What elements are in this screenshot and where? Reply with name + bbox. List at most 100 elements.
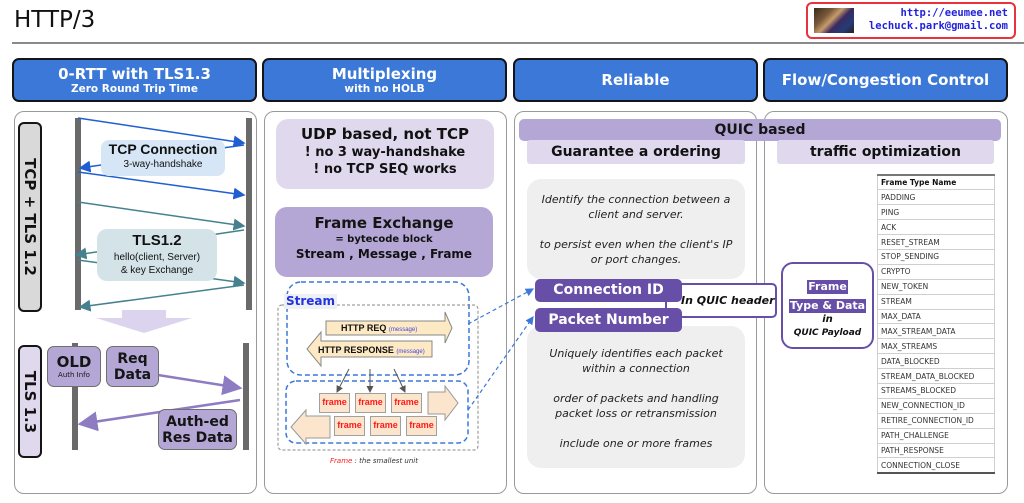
frame-box: frame: [391, 393, 422, 413]
server-timeline-tls13: [243, 343, 249, 450]
frame-type-cell: STREAM_DATA_BLOCKED: [877, 368, 995, 384]
column-header-reliable: Reliable: [513, 58, 758, 102]
column-header-flow-control: Flow/Congestion Control: [763, 58, 1008, 102]
desc-spacer: [527, 421, 745, 436]
title-divider: [12, 42, 1024, 44]
frame-backward-arrow: [290, 408, 331, 446]
frame-note-prefix: Frame: [330, 457, 353, 465]
split-arrow-3: [393, 368, 406, 393]
server-timeline: [246, 118, 252, 310]
packet-number-label: Packet Number: [535, 308, 682, 332]
frame-box: frame: [334, 416, 365, 436]
table-header-row: Frame Type Name: [877, 174, 995, 191]
frame-type-cell: RESET_STREAM: [877, 234, 995, 250]
frame-type-cell: STREAMS_BLOCKED: [877, 383, 995, 399]
res-line1: Auth-ed: [166, 413, 229, 430]
desc-spacer: [527, 376, 745, 391]
quic-header-bracket: In QUIC header: [665, 283, 777, 318]
old-title: OLD: [56, 352, 92, 371]
frame-type-cell: MAX_STREAMS: [877, 338, 995, 355]
desc-line: Identify the connection between a: [541, 193, 731, 206]
frame-note: Frame : the smallest unit: [330, 457, 418, 465]
author-avatar: [814, 8, 854, 33]
desc-line: include one or more frames: [559, 437, 713, 450]
http-req-arrow: [325, 311, 453, 344]
frame-type-cell: STREAM: [877, 294, 995, 310]
frame-type-cell: PADDING: [877, 189, 995, 206]
req-line2: Data: [113, 366, 152, 383]
frame-type-cell: MAX_DATA: [877, 309, 995, 325]
connection-id-description: Identify the connection between a client…: [527, 179, 745, 279]
guarantee-ordering-header: Guarantee a ordering: [527, 140, 745, 164]
split-arrow-1: [336, 368, 350, 393]
table-row: NEW_TOKEN: [877, 279, 995, 295]
frame-forward-arrow: [427, 384, 459, 422]
udp-based-box: UDP based, not TCP ! no 3 way-handshake …: [276, 119, 494, 189]
udp-line1: UDP based, not TCP: [300, 125, 470, 143]
auth-res-data-box: Auth-ed Res Data: [158, 409, 237, 450]
payload-line3: in: [822, 314, 833, 325]
contact-email[interactable]: lechuck.park@gmail.com: [868, 20, 1008, 32]
column-title: 0-RTT with TLS1.3: [58, 64, 211, 83]
frame-exchange-line1: = bytecode block: [335, 234, 433, 245]
table-row: STREAMS_BLOCKED: [877, 383, 995, 399]
table-row: MAX_STREAM_DATA: [877, 323, 995, 340]
connection-id-label: Connection ID: [535, 279, 682, 302]
http-response-label: HTTP RESPONSE (message): [318, 345, 425, 355]
frame-type-cell: CONNECTION_CLOSE: [877, 457, 995, 474]
table-row: MAX_DATA: [877, 309, 995, 325]
page-title: HTTP/3: [14, 7, 96, 33]
frame-box: frame: [406, 416, 437, 436]
desc-line: client and server.: [588, 208, 684, 221]
tcp-connection-bubble: TCP Connection 3-way-handshake: [101, 140, 225, 176]
table-row: STOP_SENDING: [877, 249, 995, 265]
table-row: PATH_RESPONSE: [877, 443, 995, 459]
payload-line4: QUIC Payload: [793, 328, 862, 338]
table-row: RETIRE_CONNECTION_ID: [877, 413, 995, 429]
desc-spacer: [527, 222, 745, 237]
http-response-arrow: [306, 330, 433, 368]
frame-box: frame: [370, 416, 401, 436]
frame-type-cell: DATA_BLOCKED: [877, 353, 995, 370]
column-header-0rtt: 0-RTT with TLS1.3 Zero Round Trip Time: [12, 58, 257, 102]
message-group-outline: [286, 281, 470, 376]
payload-line1: Frame: [807, 280, 848, 294]
tls12-bubble: TLS1.2 hello(client, Server) & key Excha…: [97, 229, 217, 281]
stream-label: Stream: [284, 294, 338, 309]
frame-type-cell: STOP_SENDING: [877, 249, 995, 265]
frame-group-outline: [285, 380, 469, 444]
http-req-label: HTTP REQ (message): [341, 323, 417, 333]
frame-type-cell: PATH_RESPONSE: [877, 443, 995, 459]
contact-url[interactable]: http://eeumee.net: [900, 7, 1008, 19]
client-timeline: [75, 118, 81, 310]
tcp-tls12-label: TCP + TLS 1.2: [18, 122, 42, 312]
tls12-line1: hello(client, Server): [113, 252, 201, 263]
frame-type-cell: MAX_STREAM_DATA: [877, 323, 995, 340]
column-title: Flow/Congestion Control: [781, 71, 990, 89]
table-row: PATH_CHALLENGE: [877, 428, 995, 444]
res-line2: Res Data: [162, 429, 233, 446]
req-data-arrow: [157, 373, 243, 396]
message-to-connection-id-connector: [467, 288, 535, 325]
desc-line: within a connection: [582, 362, 690, 375]
req-line1: Req: [117, 350, 148, 367]
traffic-optimization-header: traffic optimization: [777, 140, 994, 164]
quic-based-banner: QUIC based: [519, 119, 1001, 141]
column-subtitle: Zero Round Trip Time: [71, 82, 198, 95]
contact-card: http://eeumee.net lechuck.park@gmail.com: [806, 2, 1016, 39]
column-title: Reliable: [601, 71, 670, 89]
transition-arrow-icon: [96, 310, 192, 333]
quic-payload-box: Frame Type & Data in QUIC Payload: [781, 262, 874, 349]
packet-number-description: Uniquely identifies each packet within a…: [527, 326, 745, 468]
frame-type-cell: PING: [877, 204, 995, 221]
desc-line: Uniquely identifies each packet: [549, 347, 723, 360]
frame-box: frame: [355, 393, 386, 413]
frame-type-cell: CRYPTO: [877, 264, 995, 280]
frame-note-suffix: : the smallest unit: [352, 457, 418, 465]
frame-exchange-box: Frame Exchange = bytecode block Stream ,…: [275, 207, 493, 277]
udp-line2: ! no 3 way-handshake: [304, 145, 466, 160]
frame-box: frame: [319, 393, 350, 413]
stream-outline: [277, 304, 479, 451]
